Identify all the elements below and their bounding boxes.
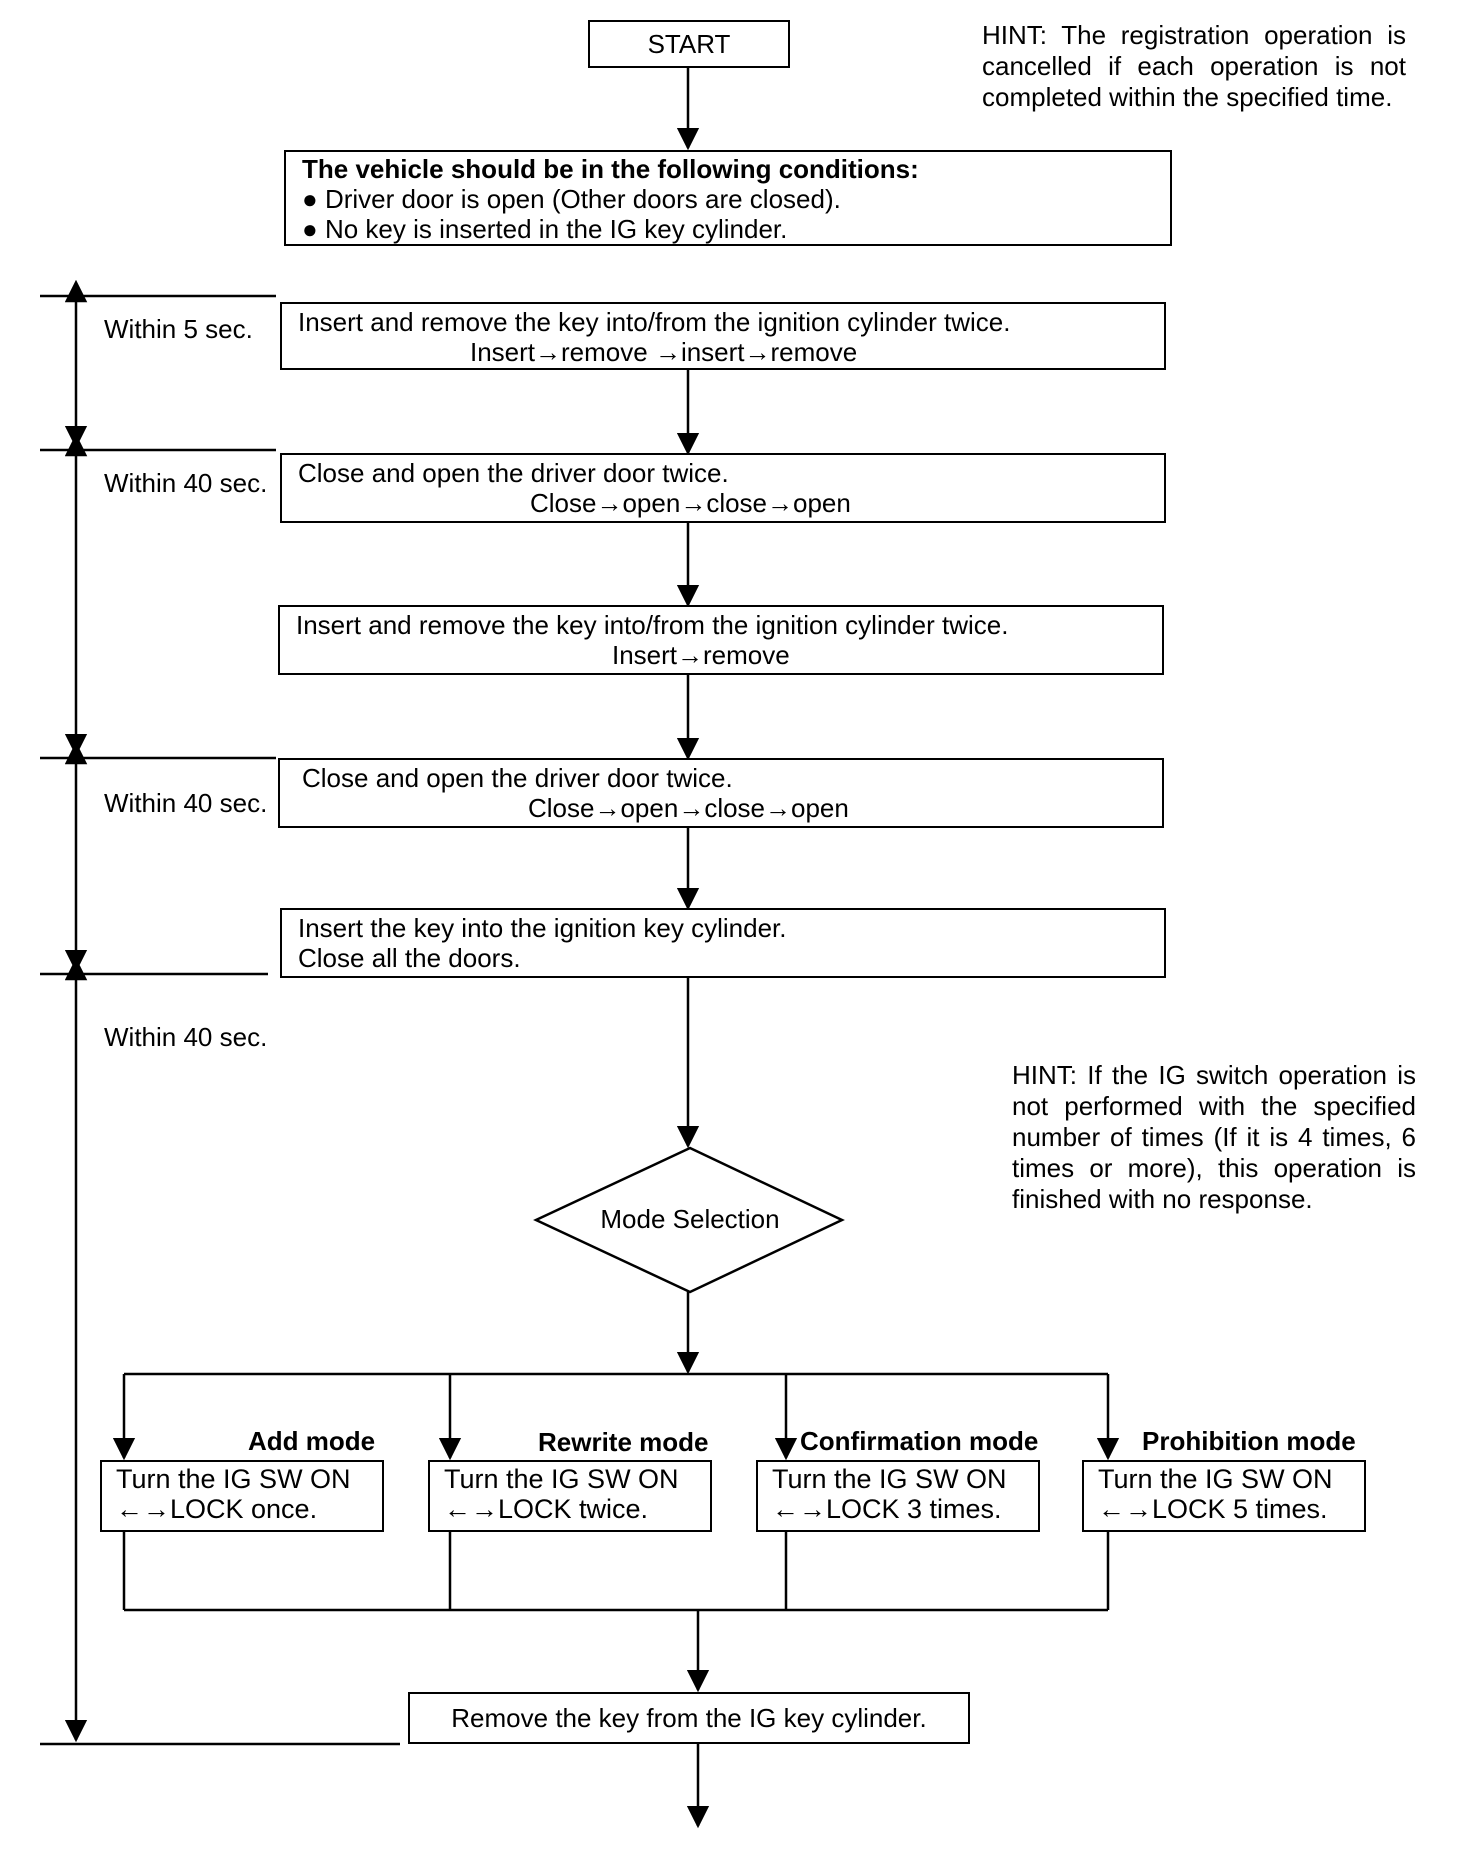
step-line-2: Close→open→close→open <box>530 488 851 518</box>
timing-label-2: Within 40 sec. <box>104 468 268 498</box>
mode-line-1: Turn the IG SW ON <box>444 1464 679 1494</box>
step-line-2: Close all the doors. <box>298 943 521 973</box>
step-box-2: Close and open the driver door twice. Cl… <box>280 453 1166 523</box>
step-line-1: Insert and remove the key into/from the … <box>298 307 1011 337</box>
step-box-1: Insert and remove the key into/from the … <box>280 302 1166 370</box>
mode-box-prohibition: Turn the IG SW ON ←→LOCK 5 times. <box>1082 1460 1366 1532</box>
mode-box-confirmation: Turn the IG SW ON ←→LOCK 3 times. <box>756 1460 1040 1532</box>
mode-line-1: Turn the IG SW ON <box>772 1464 1007 1494</box>
step-line-1: Insert the key into the ignition key cyl… <box>298 913 787 943</box>
timing-label-3: Within 40 sec. <box>104 788 268 818</box>
step-line-2: Insert→remove →insert→remove <box>470 337 858 367</box>
step-box-5: Insert the key into the ignition key cyl… <box>280 908 1166 978</box>
condition-item: ● No key is inserted in the IG key cylin… <box>302 214 788 244</box>
mode-line-2: ←→LOCK once. <box>116 1494 318 1524</box>
step-line-1: Close and open the driver door twice. <box>302 763 733 793</box>
conditions-box: The vehicle should be in the following c… <box>284 150 1172 246</box>
condition-item: ● Driver door is open (Other doors are c… <box>302 184 841 214</box>
final-step-label: Remove the key from the IG key cylinder. <box>451 1703 927 1733</box>
mode-name-add: Add mode <box>248 1426 376 1456</box>
step-box-4: Close and open the driver door twice. Cl… <box>278 758 1164 828</box>
decision-label: Mode Selection <box>600 1204 780 1234</box>
mode-name-rewrite: Rewrite mode <box>538 1427 709 1457</box>
decision-diamond <box>533 1146 845 1294</box>
hint-top: HINT: The registration operation is canc… <box>982 20 1406 112</box>
hint-mid: HINT: If the IG switch operation is not … <box>1012 1060 1416 1214</box>
step-line-2: Close→open→close→open <box>528 793 849 823</box>
timing-label-1: Within 5 sec. <box>104 314 253 344</box>
mode-box-add: Turn the IG SW ON ←→LOCK once. <box>100 1460 384 1532</box>
mode-box-rewrite: Turn the IG SW ON ←→LOCK twice. <box>428 1460 712 1532</box>
mode-line-1: Turn the IG SW ON <box>116 1464 351 1494</box>
final-step-box: Remove the key from the IG key cylinder. <box>408 1692 970 1744</box>
mode-line-2: ←→LOCK twice. <box>444 1494 649 1524</box>
mode-name-prohibition: Prohibition mode <box>1142 1426 1356 1456</box>
mode-line-2: ←→LOCK 5 times. <box>1098 1494 1328 1524</box>
step-line-1: Insert and remove the key into/from the … <box>296 610 1009 640</box>
mode-name-confirmation: Confirmation mode <box>800 1426 1039 1456</box>
step-line-1: Close and open the driver door twice. <box>298 458 729 488</box>
step-line-2: Insert→remove <box>612 640 790 670</box>
conditions-title: The vehicle should be in the following c… <box>302 154 919 184</box>
start-node: START <box>588 20 790 68</box>
step-box-3: Insert and remove the key into/from the … <box>278 605 1164 675</box>
timing-label-4: Within 40 sec. <box>104 1022 268 1052</box>
start-label: START <box>647 29 731 59</box>
mode-line-1: Turn the IG SW ON <box>1098 1464 1333 1494</box>
mode-line-2: ←→LOCK 3 times. <box>772 1494 1002 1524</box>
